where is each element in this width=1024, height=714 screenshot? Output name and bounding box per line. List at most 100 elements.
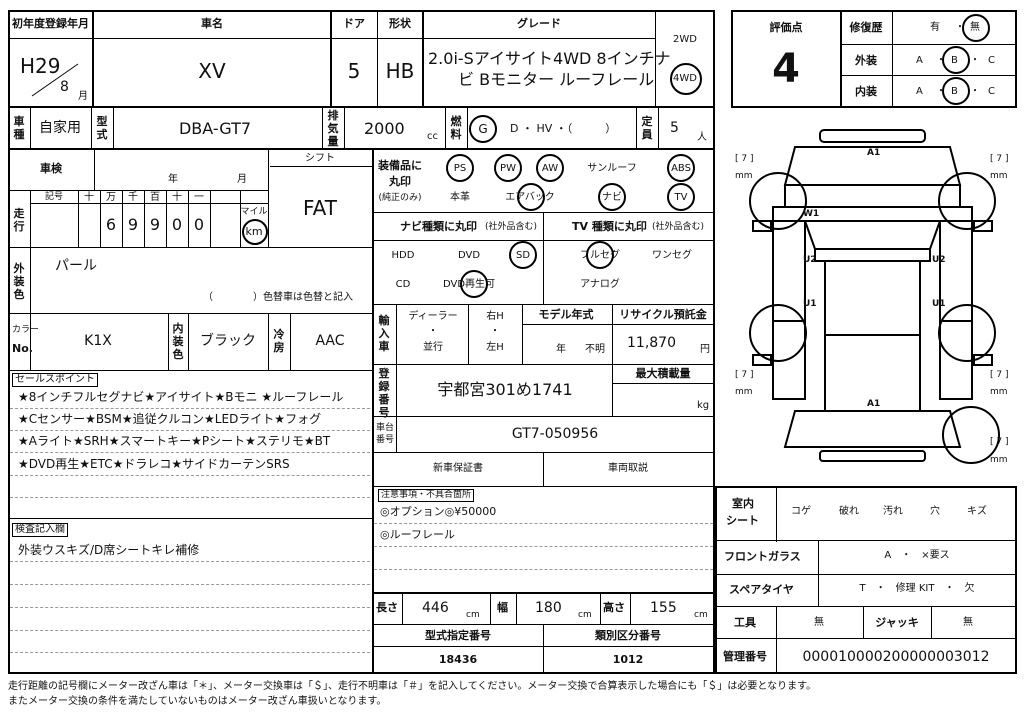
score-box-border bbox=[731, 10, 1017, 108]
recycle-yen: 円 bbox=[700, 344, 710, 355]
capacity-label: 定員 bbox=[641, 115, 653, 141]
mileage-digit-3: 9 bbox=[127, 215, 139, 234]
navi-cd: CD bbox=[395, 279, 411, 290]
repair-no-circle bbox=[962, 14, 990, 42]
digit-label-5: 十 bbox=[172, 192, 182, 203]
int-grade-b-circle bbox=[942, 77, 970, 105]
mileage-digit-6: 0 bbox=[193, 215, 205, 234]
navi-hdd: HDD bbox=[391, 250, 415, 261]
grade-label: グレード bbox=[517, 17, 561, 30]
mgmt-number-label: 管理番号 bbox=[723, 650, 767, 663]
reg-era-year: H29 bbox=[20, 54, 61, 78]
fuel-label: 燃料 bbox=[450, 115, 462, 141]
displacement: 2000 bbox=[364, 119, 405, 138]
equipment-label-1: 装備品に bbox=[378, 159, 422, 172]
int-grade-a: A bbox=[916, 86, 923, 97]
dim-7-front-left: [ 7 ] bbox=[735, 154, 754, 164]
mileage-digit-4: 9 bbox=[149, 215, 161, 234]
model-label: 型式 bbox=[96, 115, 108, 141]
shift: FAT bbox=[302, 196, 338, 220]
sales-points-label: セールスポイント bbox=[12, 373, 98, 387]
diagram-label-u2-right: U2 bbox=[932, 255, 946, 265]
height-value: 155 bbox=[650, 600, 677, 616]
ext-grade-b-circle bbox=[942, 46, 970, 74]
digit-label-1: 十 bbox=[84, 192, 94, 203]
shape-label: 形状 bbox=[389, 17, 411, 30]
ext-grade-c: C bbox=[988, 55, 995, 66]
new-car-warranty: 新車保証書 bbox=[433, 463, 483, 474]
room-burn: コゲ bbox=[791, 506, 811, 517]
mileage-label: 走行 bbox=[13, 207, 25, 233]
tv-fullseg-circle bbox=[586, 241, 614, 269]
equip-sunroof: サンルーフ bbox=[587, 163, 637, 174]
repair-history-label: 修復歴 bbox=[849, 21, 883, 34]
condition-table-border bbox=[715, 486, 1017, 674]
chassis-label: 車台 bbox=[376, 423, 395, 433]
recycle-label: リサイクル預託金 bbox=[619, 308, 707, 321]
dim-7-front-right: [ 7 ] bbox=[990, 154, 1009, 164]
tv-type-label: TV 種類に丸印 bbox=[572, 220, 647, 233]
shaken-label: 車検 bbox=[40, 162, 62, 175]
color-no-label: カラー bbox=[12, 325, 40, 335]
recycle-fee: 11,870 bbox=[627, 335, 676, 351]
sales-line-1: ★8インチフルセグナビ★アイサイト★Bモニ ★ルーフレール bbox=[18, 390, 344, 404]
reg-month: 8 bbox=[60, 79, 69, 95]
max-load-label: 最大積載量 bbox=[635, 367, 691, 380]
int-dot-2: ・ bbox=[970, 86, 980, 97]
model-year-unknown: 不明 bbox=[585, 344, 605, 355]
length-unit: cm bbox=[466, 610, 480, 620]
room-hole: 穴 bbox=[930, 506, 940, 517]
length-value: 446 bbox=[422, 600, 449, 616]
spare-tire-value: T ・ 修理 KIT ・ 欠 bbox=[859, 583, 975, 594]
equip-tv-circle bbox=[667, 183, 695, 211]
capacity: 5 bbox=[670, 120, 679, 136]
car-diagram bbox=[749, 129, 1000, 464]
cooler-label: 冷房 bbox=[273, 328, 285, 354]
height-unit: cm bbox=[694, 610, 708, 620]
import-parallel: 並行 bbox=[423, 342, 443, 353]
equipment-label-2: 丸印 bbox=[389, 175, 411, 188]
int-dot-1: ・ bbox=[936, 86, 946, 97]
reg-plate: 宇都宮301め1741 bbox=[437, 380, 573, 399]
right-hand: 右H bbox=[486, 311, 504, 322]
model: DBA-GT7 bbox=[178, 119, 252, 138]
shaken-month-unit: 月 bbox=[237, 174, 247, 185]
km-circle bbox=[242, 219, 268, 245]
mileage-digit-2: 6 bbox=[105, 215, 117, 234]
exterior-color-note: （ ）色替車は色替と記入 bbox=[203, 292, 353, 303]
type-cert-label: 型式指定番号 bbox=[425, 629, 491, 642]
equip-airbag-circle bbox=[517, 183, 545, 211]
digit-label-3: 千 bbox=[128, 192, 138, 203]
notes-line-2: ◎ルーフレール bbox=[380, 528, 455, 541]
mgmt-number: 000010000200000003012 bbox=[802, 649, 990, 665]
equip-abs-circle bbox=[667, 154, 695, 182]
score-value: 4 bbox=[772, 46, 800, 92]
mile-label: マイル bbox=[240, 207, 268, 217]
car-name: XV bbox=[198, 59, 226, 83]
chassis-number: GT7-050956 bbox=[511, 426, 599, 442]
room-dirt: 汚れ bbox=[883, 506, 903, 517]
length-label: 長さ bbox=[376, 601, 398, 614]
drive-2wd: 2WD bbox=[673, 34, 697, 45]
exterior-color-label: 外装色 bbox=[13, 262, 25, 301]
width-label: 幅 bbox=[497, 601, 508, 614]
front-glass-label: フロントガラス bbox=[724, 550, 801, 563]
doors-label: ドア bbox=[343, 17, 365, 30]
dim-7-rear-left: [ 7 ] bbox=[735, 370, 754, 380]
shaken-year-unit: 年 bbox=[168, 174, 178, 185]
diagram-label-a1-rear: A1 bbox=[867, 399, 881, 409]
left-hand: 左H bbox=[486, 342, 504, 353]
owner-manual: 車両取説 bbox=[608, 463, 648, 474]
navi-type-label: ナビ種類に丸印 bbox=[400, 220, 477, 233]
diagram-label-w1: W1 bbox=[803, 209, 820, 219]
color-no: K1X bbox=[84, 333, 112, 349]
footer-line-1: 走行距離の記号欄にメーター改ざん車は「＊」、メーター交換車は「＄」、走行不明車は… bbox=[8, 681, 817, 692]
room-scratch: キズ bbox=[967, 506, 987, 517]
mm-front-right: mm bbox=[990, 171, 1008, 181]
equipment-label-3: (純正のみ) bbox=[378, 193, 422, 203]
diagram-label-a1-front: A1 bbox=[867, 148, 881, 158]
height-label: 高さ bbox=[603, 601, 625, 614]
spare-tire-label: スペアタイヤ bbox=[729, 583, 794, 596]
chassis-label-2: 番号 bbox=[376, 435, 395, 445]
navi-dvd: DVD bbox=[457, 250, 481, 261]
